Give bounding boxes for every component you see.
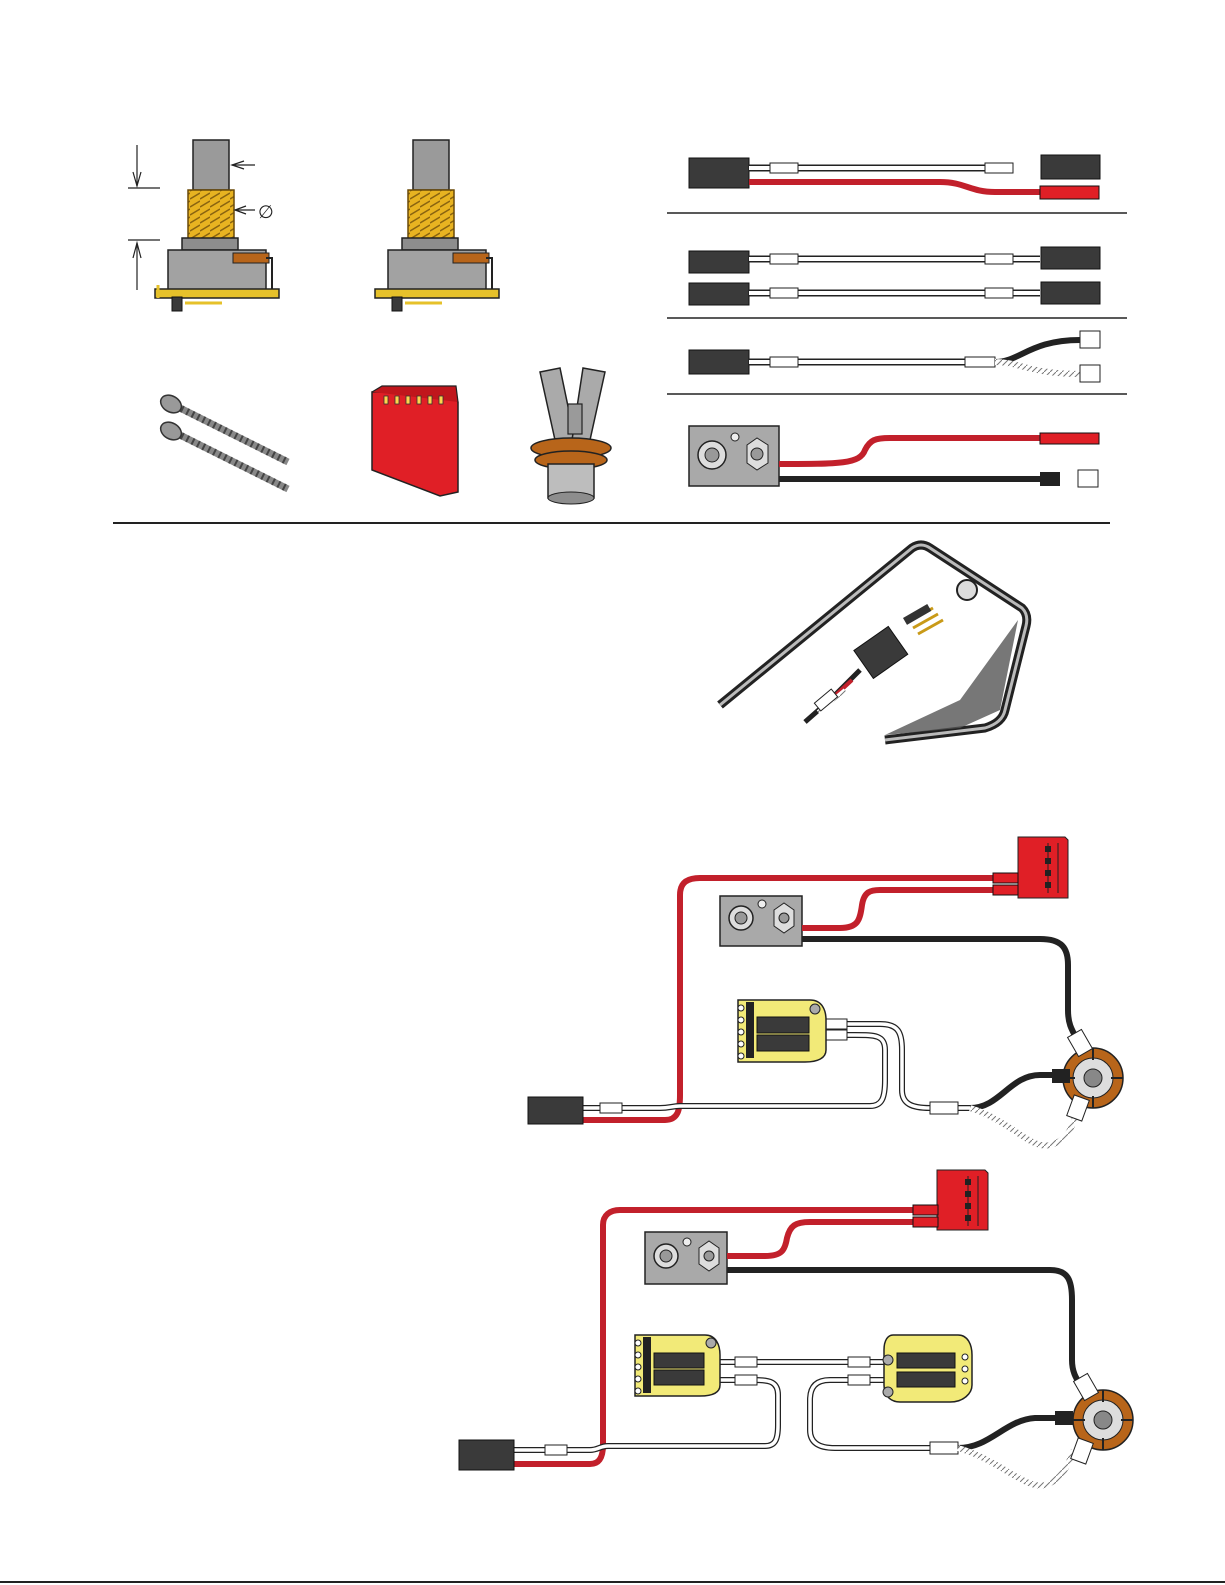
potentiometer [375, 140, 499, 311]
red-header [1018, 837, 1068, 898]
red-header-connector [372, 386, 458, 496]
harness-split-quick-connect [689, 331, 1100, 382]
wiring-single-board [528, 837, 1123, 1146]
potentiometer-with-dimensions: ∅ [128, 140, 279, 311]
harness-jack-plate [689, 426, 1099, 487]
mounting-screws [157, 392, 288, 489]
pickup-switch [1052, 1029, 1123, 1121]
pickup-switch [1055, 1373, 1133, 1464]
diameter-symbol: ∅ [258, 202, 274, 223]
harness-red-white [689, 155, 1100, 199]
output-jack [531, 368, 611, 504]
harness-double-white [689, 247, 1100, 305]
wiring-dual-board [459, 1170, 1133, 1486]
pickup-cavity-header [720, 545, 1027, 740]
